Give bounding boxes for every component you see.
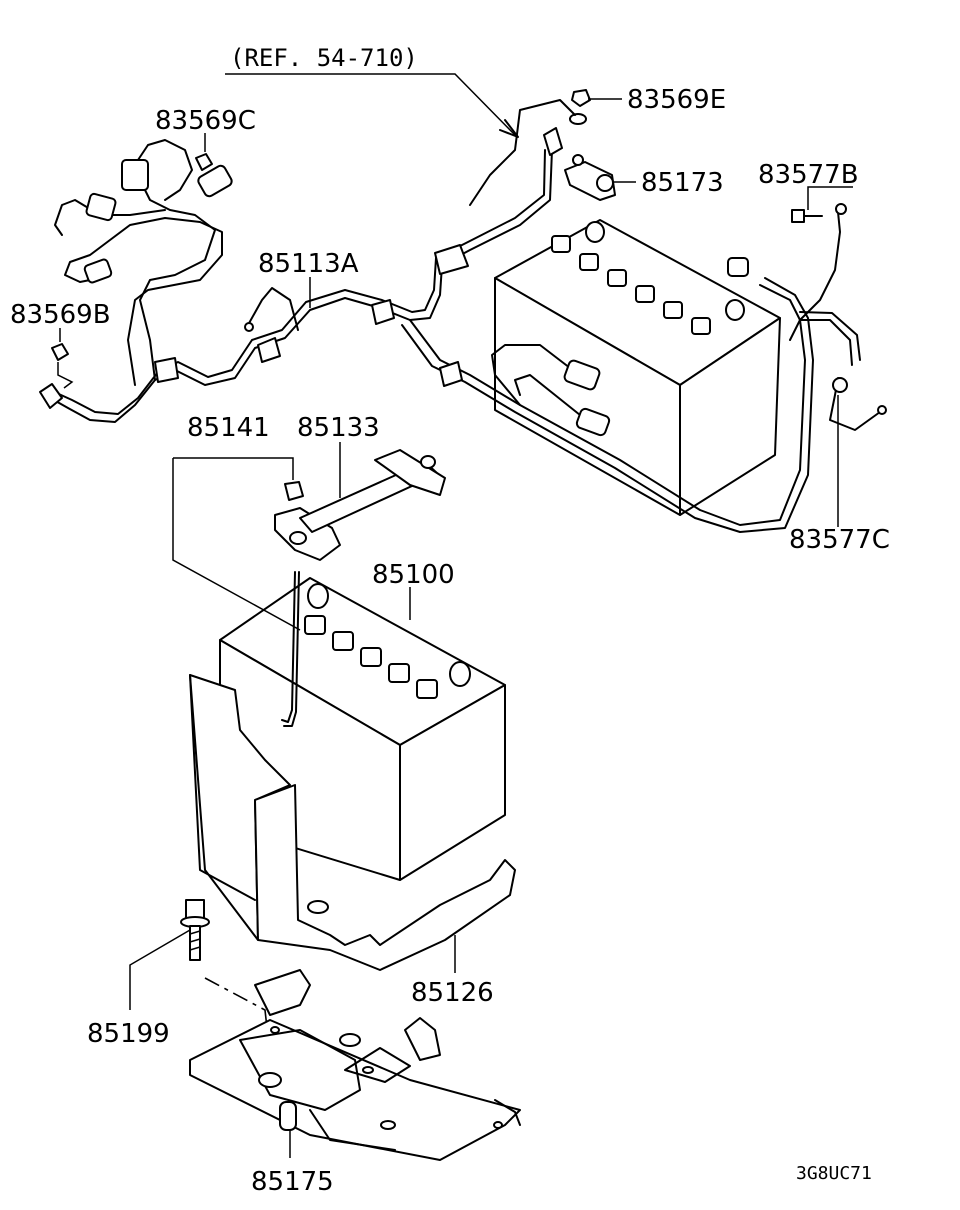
label-83577C: 83577C: [789, 525, 890, 555]
label-85173: 85173: [641, 168, 724, 198]
upper-battery-caps: [551, 235, 711, 335]
upper-terminal-negative: [725, 299, 745, 321]
ground-cable-eye: [835, 203, 847, 215]
label-83569E: 83569E: [627, 85, 726, 115]
reference-leader: [225, 73, 516, 136]
harness-connector-d: [197, 164, 233, 198]
label-83569B: 83569B: [10, 300, 111, 330]
bolt-83577B: [791, 209, 823, 223]
harness-connector-c: [83, 258, 113, 284]
label-85199: 85199: [87, 1019, 170, 1049]
label-85133: 85133: [297, 413, 380, 443]
leader-lines: [57, 98, 853, 1158]
battery-caps: [304, 615, 438, 699]
reference-label: (REF. 54-710): [230, 44, 418, 72]
nut-83569E: [569, 89, 591, 125]
connector-large: [563, 359, 601, 391]
part-labels: 83569E 85173 83577B 83569C 85113A 83569B…: [10, 85, 890, 1197]
ground-bolt-83577C: [832, 377, 848, 393]
harness-negative-end: [727, 257, 749, 277]
terminal-negative: [449, 661, 471, 687]
upper-battery: [494, 219, 781, 516]
connector-small: [575, 407, 611, 437]
label-85175: 85175: [251, 1167, 334, 1197]
upper-terminal-positive: [585, 221, 605, 243]
harness-connector-b: [85, 192, 117, 222]
label-85100: 85100: [372, 560, 455, 590]
label-85113A: 85113A: [258, 249, 359, 279]
battery-tray-85126: [189, 674, 516, 971]
label-85126: 85126: [411, 978, 494, 1008]
reference-arrow: [499, 119, 519, 138]
label-83569C: 83569C: [155, 106, 256, 136]
ground-cable: [789, 211, 841, 341]
wiring-harness: [39, 99, 861, 533]
terminal-clamp: [564, 154, 616, 201]
j-bolt: [281, 571, 296, 723]
nut-83569B: [51, 343, 69, 361]
nut-83569C: [195, 153, 213, 171]
terminal-positive: [307, 583, 329, 609]
support-slot: [279, 1101, 297, 1131]
nut-85141: [284, 481, 304, 501]
battery-support-85175: [189, 969, 521, 1161]
drawing-code: 3G8UC71: [796, 1163, 872, 1184]
label-85141: 85141: [187, 413, 270, 443]
harness-connector-a: [121, 159, 149, 191]
harness-end-cap: [39, 383, 63, 409]
hold-down-bracket: [274, 449, 446, 561]
bolt-85199: [180, 899, 210, 961]
label-83577B: 83577B: [758, 160, 859, 190]
